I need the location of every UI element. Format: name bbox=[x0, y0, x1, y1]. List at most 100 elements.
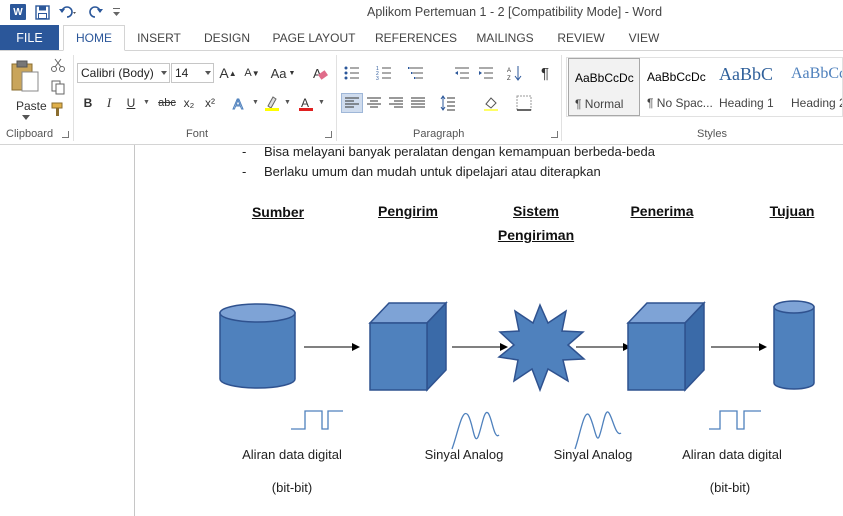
svg-text:A: A bbox=[233, 96, 243, 111]
line-spacing-icon[interactable] bbox=[440, 95, 456, 111]
source-cylinder bbox=[219, 303, 296, 389]
italic-button[interactable]: I bbox=[106, 95, 112, 110]
style-preview: AaBbCcDc bbox=[647, 70, 706, 84]
tab-view[interactable]: VIEW bbox=[628, 30, 660, 45]
align-center-icon[interactable] bbox=[366, 95, 382, 111]
tab-page-layout[interactable]: PAGE LAYOUT bbox=[272, 30, 356, 45]
customize-qat-icon[interactable] bbox=[110, 3, 122, 21]
style-preview: AaBbCc bbox=[791, 65, 843, 82]
caption-digital-left: Aliran data digital bbox=[242, 447, 342, 462]
font-color-icon[interactable]: A bbox=[298, 95, 314, 111]
bullet-dash: - bbox=[242, 144, 247, 159]
format-painter-icon[interactable] bbox=[50, 101, 66, 117]
analog-signal-2 bbox=[574, 411, 622, 450]
superscript-button[interactable]: x² bbox=[205, 96, 215, 110]
heading-pengirim: Pengirim bbox=[378, 203, 438, 219]
numbering-icon[interactable]: 123 bbox=[376, 65, 392, 81]
style-name: ¶ Normal bbox=[575, 97, 624, 111]
paste-dropdown-icon bbox=[22, 115, 30, 120]
font-color-dropdown-icon[interactable]: ▼ bbox=[318, 99, 325, 106]
heading-sumber: Sumber bbox=[251, 204, 305, 220]
tab-insert[interactable]: INSERT bbox=[137, 30, 181, 45]
text-effects-dropdown-icon[interactable]: ▼ bbox=[252, 99, 259, 106]
font-size-value: 14 bbox=[175, 66, 189, 80]
paragraph-launcher-icon[interactable] bbox=[551, 131, 558, 138]
multilevel-list-icon[interactable] bbox=[408, 65, 424, 81]
heading-penerima: Penerima bbox=[630, 203, 694, 219]
bullets-icon[interactable] bbox=[344, 65, 360, 81]
font-size-combo[interactable]: 14 bbox=[171, 63, 214, 83]
clear-formatting-icon[interactable]: A bbox=[312, 65, 328, 81]
ribbon: Paste Clipboard Calibri (Body) 14 A▲ A▼ … bbox=[0, 50, 843, 145]
style-name: Heading 2 bbox=[791, 96, 843, 110]
cut-icon[interactable] bbox=[50, 57, 66, 73]
borders-icon[interactable] bbox=[516, 95, 532, 111]
underline-dropdown-icon[interactable]: ▼ bbox=[143, 99, 150, 106]
chevron-down-icon bbox=[161, 71, 167, 75]
svg-text:Z: Z bbox=[507, 76, 511, 81]
communication-diagram bbox=[219, 300, 815, 450]
shrink-font-button[interactable]: A▼ bbox=[244, 67, 260, 79]
styles-group-label: Styles bbox=[697, 128, 727, 140]
bold-button[interactable]: B bbox=[83, 96, 93, 110]
shrink-font-glyph: A bbox=[244, 67, 252, 79]
svg-text:3: 3 bbox=[376, 76, 379, 81]
font-name-combo[interactable]: Calibri (Body) bbox=[77, 63, 170, 83]
shading-icon[interactable] bbox=[483, 95, 499, 111]
svg-text:A: A bbox=[507, 68, 511, 74]
subscript-button[interactable]: x₂ bbox=[183, 96, 195, 110]
show-formatting-button[interactable]: ¶ bbox=[540, 64, 550, 82]
highlight-dropdown-icon[interactable]: ▼ bbox=[284, 99, 291, 106]
redo-icon[interactable] bbox=[86, 3, 106, 21]
word-app-icon[interactable]: W bbox=[8, 3, 28, 21]
tab-home[interactable]: HOME bbox=[63, 25, 125, 51]
quick-access-toolbar: W bbox=[8, 3, 122, 21]
heading-pengiriman: Pengiriman bbox=[497, 227, 575, 243]
style-normal[interactable]: AaBbCcDc ¶ Normal bbox=[568, 58, 640, 116]
font-group-label: Font bbox=[186, 128, 209, 140]
tab-review[interactable]: REVIEW bbox=[557, 30, 605, 45]
increase-indent-icon[interactable] bbox=[478, 65, 494, 81]
font-name-value: Calibri (Body) bbox=[81, 66, 154, 80]
style-heading-1[interactable]: AaBbC Heading 1 bbox=[713, 58, 785, 116]
transmission-system-starburst bbox=[497, 303, 586, 393]
align-right-icon[interactable] bbox=[388, 95, 404, 111]
style-no-spacing[interactable]: AaBbCcDc ¶ No Spac... bbox=[641, 58, 713, 116]
group-separator bbox=[336, 55, 337, 141]
strikethrough-button[interactable]: abc bbox=[158, 97, 176, 109]
tab-mailings[interactable]: MAILINGS bbox=[476, 30, 534, 45]
paste-button[interactable]: Paste bbox=[6, 57, 47, 120]
clipboard-launcher-icon[interactable] bbox=[62, 131, 69, 138]
tab-design[interactable]: DESIGN bbox=[203, 30, 250, 45]
undo-icon[interactable] bbox=[56, 3, 82, 21]
svg-text:A: A bbox=[301, 96, 309, 110]
font-launcher-icon[interactable] bbox=[325, 131, 332, 138]
style-name: ¶ No Spac... bbox=[647, 96, 713, 110]
clipboard-group-label: Clipboard bbox=[6, 128, 54, 140]
justify-icon[interactable] bbox=[410, 95, 426, 111]
copy-icon[interactable] bbox=[50, 79, 66, 95]
style-name: Heading 1 bbox=[719, 96, 774, 110]
style-heading-2[interactable]: AaBbCc Heading 2 bbox=[785, 58, 843, 116]
text-effects-icon[interactable]: A bbox=[232, 95, 248, 112]
receiver-cube bbox=[626, 301, 706, 392]
caption-bits-right: (bit-bit) bbox=[709, 480, 751, 495]
heading-tujuan: Tujuan bbox=[769, 203, 815, 219]
document-area[interactable]: - Bisa melayani banyak peralatan dengan … bbox=[0, 144, 843, 516]
bullet-text: Berlaku umum dan mudah untuk dipelajari … bbox=[264, 164, 601, 179]
tab-references[interactable]: REFERENCES bbox=[375, 30, 458, 45]
paragraph-group-label: Paragraph bbox=[413, 128, 465, 140]
style-preview: AaBbCcDc bbox=[575, 71, 634, 85]
tab-file[interactable]: FILE bbox=[0, 25, 59, 50]
highlight-icon[interactable] bbox=[264, 95, 280, 111]
change-case-button[interactable]: Aa▼ bbox=[270, 65, 296, 81]
caption-analog-2: Sinyal Analog bbox=[553, 447, 633, 462]
grow-font-glyph: A bbox=[219, 65, 229, 81]
digital-signal-left bbox=[291, 410, 343, 430]
underline-button[interactable]: U bbox=[126, 96, 136, 110]
save-icon[interactable] bbox=[32, 3, 52, 21]
sort-icon[interactable]: AZ bbox=[507, 65, 523, 81]
align-left-button[interactable] bbox=[341, 93, 363, 113]
grow-font-button[interactable]: A▲ bbox=[219, 65, 237, 81]
decrease-indent-icon[interactable] bbox=[454, 65, 470, 81]
